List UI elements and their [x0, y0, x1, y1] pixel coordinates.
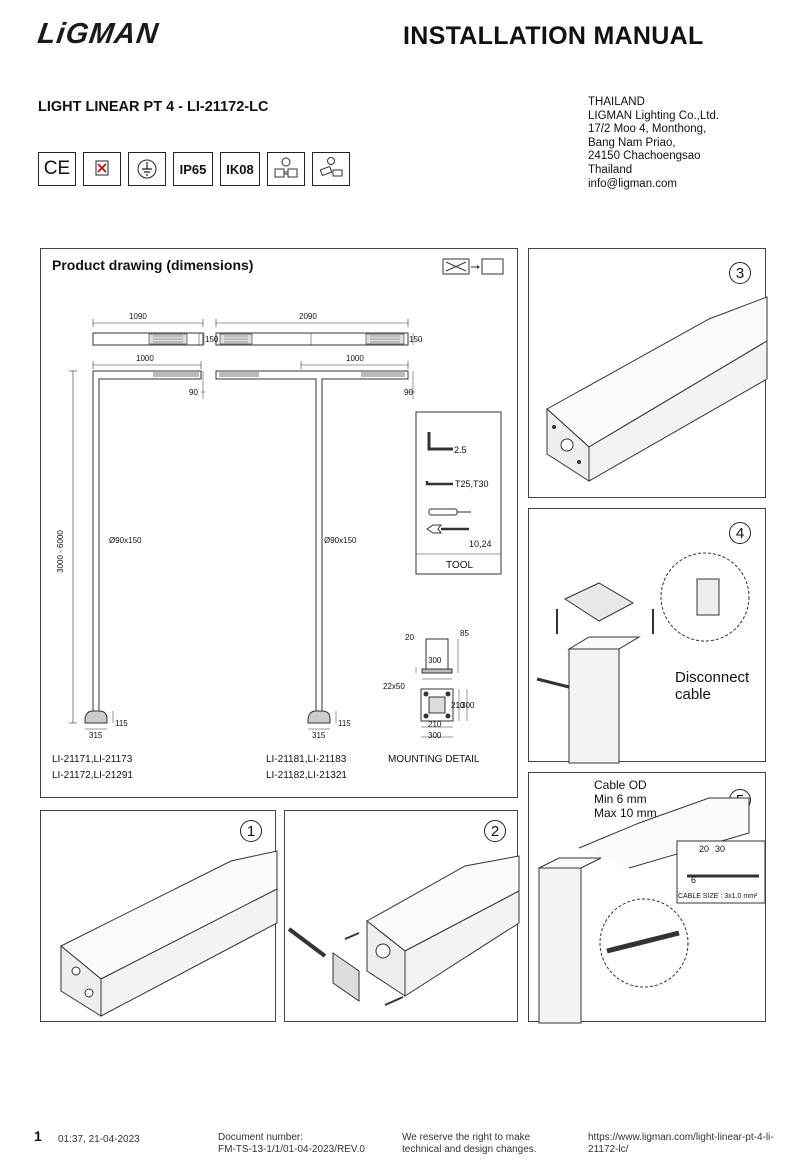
step-number: 4: [729, 522, 751, 544]
page-title: INSTALLATION MANUAL: [403, 22, 704, 50]
dim-label: 1000: [346, 354, 364, 363]
product-drawing-panel: Product drawing (dimensions): [40, 248, 518, 798]
pole-drawing: [69, 319, 502, 738]
product-url[interactable]: https://www.ligman.com/light-linear-pt-4…: [588, 1132, 803, 1156]
dim-label: 1090: [129, 312, 147, 321]
pole-arm-end-illustration: [60, 850, 278, 1017]
address-line: Bang Nam Priao,: [588, 136, 676, 149]
page-number: 1: [34, 1128, 42, 1144]
note-line: Min 6 mm: [594, 792, 647, 806]
cable-size-spec: CABLE SIZE : 3x1.0 mm²: [678, 893, 758, 900]
torx-size: T25,T30: [455, 479, 489, 489]
address-line: Thailand: [588, 163, 633, 176]
ik08-badge: IK08: [220, 152, 260, 186]
ligman-logo: LiGMAN: [35, 18, 161, 50]
url-line[interactable]: 21172-lc/: [588, 1144, 629, 1155]
document-number: Document number: FM-TS-13-1/1/01-04-2023…: [218, 1132, 365, 1156]
dim-label: 90: [189, 388, 198, 397]
step-number: 3: [729, 262, 751, 284]
earth-ground-icon: [128, 152, 166, 186]
step-1-panel: 1: [40, 810, 278, 1022]
pole-head-illustration: [546, 296, 768, 482]
ip65-badge: IP65: [173, 152, 213, 186]
product-name: LIGHT LINEAR PT 4 - LI-21172-LC: [38, 99, 269, 115]
dim-label: 315: [89, 731, 103, 740]
disconnect-cable-illustration: [536, 552, 750, 764]
bolt-spec: 22x50: [383, 682, 405, 691]
certification-icons: CE IP65 IK08: [38, 152, 350, 186]
address-line: LIGMAN Lighting Co.,Ltd.: [588, 109, 720, 122]
model-list-left: LI-21171,LI-21173: [52, 754, 133, 765]
hex-key-size: 2.5: [454, 445, 467, 455]
step-number: 1: [240, 820, 262, 842]
dim-label: 115: [338, 719, 351, 728]
replaceable-driver-icon: [312, 152, 350, 186]
connect-cable-illustration: [538, 797, 766, 1024]
dim-label: 150: [409, 335, 423, 344]
dim-label: 300: [428, 656, 442, 665]
note-line: Cable OD: [594, 778, 647, 792]
strip-dim: 20: [699, 844, 710, 854]
ce-mark-icon: CE: [38, 152, 76, 186]
cable-od-note: Cable OD Min 6 mm Max 10 mm: [594, 778, 657, 820]
url-line[interactable]: https://www.ligman.com/light-linear-pt-4…: [588, 1132, 774, 1143]
disclaimer-line: technical and design changes.: [402, 1144, 537, 1155]
email-link[interactable]: info@ligman.com: [588, 177, 678, 190]
step-4-panel: 4 Disconnect cable: [528, 508, 766, 764]
strip-dim: 30: [715, 844, 726, 854]
doc-label: Document number:: [218, 1132, 304, 1143]
dim-label: 210: [451, 701, 465, 710]
dim-label: 115: [115, 719, 128, 728]
dim-label: 1000: [136, 354, 154, 363]
step-2-panel: 2: [284, 810, 520, 1022]
dim-label: 20: [405, 633, 414, 642]
address-line: 17/2 Moo 4, Monthong,: [588, 123, 707, 136]
note-line: Max 10 mm: [594, 806, 657, 820]
disclaimer: We reserve the right to make technical a…: [402, 1132, 537, 1156]
step-5-panel: 5 Cable OD Min 6 mm Max 10 mm 20 30 6 CA…: [528, 772, 766, 1024]
print-datetime: 01:37, 21-04-2023: [58, 1134, 140, 1145]
rotate-hint-icon: [442, 258, 504, 276]
dim-label: 85: [460, 629, 469, 638]
dim-label: 150: [205, 335, 219, 344]
step-number: 2: [484, 820, 506, 842]
replaceable-light-source-icon: [267, 152, 305, 186]
step-3-panel: 3: [528, 248, 768, 498]
disclaimer-line: We reserve the right to make: [402, 1132, 531, 1143]
dim-label: 315: [312, 731, 326, 740]
dim-label: 300: [461, 701, 475, 710]
note-line: Disconnect: [675, 669, 750, 686]
address-line: 24150 Chachoengsao: [588, 150, 701, 163]
pole-section-label: Ø90x150: [324, 536, 357, 545]
no-covering-icon: [83, 152, 121, 186]
model-list-right: LI-21181,LI-21183: [266, 754, 347, 765]
tool-title: TOOL: [446, 560, 474, 571]
disconnect-cable-note: Disconnect cable: [675, 669, 749, 703]
wrench-size: 10,24: [469, 539, 492, 549]
dim-label: 300: [428, 731, 442, 740]
note-line: cable: [675, 686, 711, 703]
model-list-left: LI-21172,LI-21291: [52, 770, 133, 781]
height-range-label: 3000 - 6000: [55, 530, 65, 573]
dim-label: 90: [404, 388, 413, 397]
company-address: THAILAND LIGMAN Lighting Co.,Ltd. 17/2 M…: [588, 96, 719, 191]
dim-label: 210: [428, 720, 442, 729]
address-line: THAILAND: [588, 96, 645, 108]
mounting-detail-title: MOUNTING DETAIL: [388, 754, 480, 765]
pole-section-label: Ø90x150: [109, 536, 142, 545]
product-drawing-title: Product drawing (dimensions): [52, 257, 254, 273]
doc-value: FM-TS-13-1/1/01-04-2023/REV.0: [218, 1144, 365, 1155]
strip-dim: 6: [691, 875, 697, 885]
end-cap-removal-illustration: [287, 855, 520, 1006]
dim-label: 2090: [299, 312, 317, 321]
model-list-right: LI-21182,LI-21321: [266, 770, 347, 781]
